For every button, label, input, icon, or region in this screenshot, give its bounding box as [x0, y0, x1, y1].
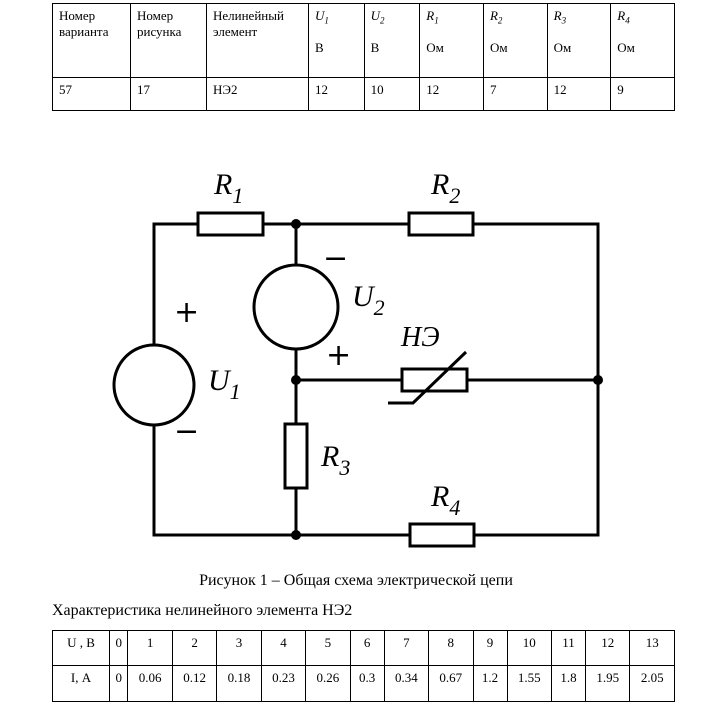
- wire-left-bottom: [152, 425, 410, 537]
- plus-sign-u1: +: [174, 295, 199, 330]
- current-value-cell: 0.18: [216, 665, 262, 702]
- junction-node-mid: [291, 375, 301, 385]
- value-figure-number: 17: [130, 77, 207, 111]
- minus-sign-u2: −: [323, 241, 348, 276]
- figure-caption: Рисунок 1 – Общая схема электрической це…: [199, 572, 513, 589]
- current-value-cell: 0.06: [127, 665, 173, 702]
- current-value-cell: 1.8: [550, 665, 587, 702]
- value-r4: 9: [610, 77, 675, 111]
- current-value-cell: 0.3: [349, 665, 385, 702]
- characteristic-title: Характеристика нелинейного элемента НЭ2: [52, 602, 353, 619]
- current-value-cell: 0: [108, 665, 129, 702]
- voltage-value-cell: 0: [108, 630, 129, 666]
- current-value-cell: 1.95: [584, 665, 631, 702]
- voltage-value-cell: 2: [171, 630, 218, 666]
- voltage-value-cell: 13: [629, 630, 675, 666]
- current-value-cell: 0.26: [305, 665, 351, 702]
- current-value-cell: 0.67: [428, 665, 474, 702]
- nonlinear-element-box: [400, 367, 469, 393]
- nonlinear-element-slash: [388, 350, 468, 405]
- label-r4: R4: [430, 480, 460, 520]
- junction-node-bottom: [291, 530, 301, 540]
- voltage-value-cell: 6: [349, 630, 385, 666]
- current-value-cell: 1.55: [506, 665, 552, 702]
- current-value-cell: 0.34: [383, 665, 430, 702]
- voltage-value-cell: 1: [127, 630, 173, 666]
- value-nonlinear-element: НЭ2: [206, 77, 309, 111]
- label-u2: U2: [352, 280, 385, 320]
- current-row-label: I, А: [52, 665, 110, 702]
- source-u2: [252, 263, 340, 351]
- current-value-cell: 0.12: [171, 665, 218, 702]
- label-r2: R2: [430, 168, 460, 208]
- circuit-diagram: R1 R2 R3 R4 U1 U2 НЭ + − − +: [112, 168, 603, 548]
- resistor-r4: [408, 522, 476, 548]
- label-nonlinear-element: НЭ: [400, 322, 440, 353]
- minus-sign-u1: −: [174, 414, 199, 449]
- label-r3: R3: [320, 440, 350, 480]
- variant-values-row: 57 17 НЭ2 12 10 12 7 12 9: [52, 77, 675, 111]
- resistor-r2: [407, 211, 475, 237]
- voltage-value-cell: 9: [472, 630, 508, 666]
- voltage-value-cell: 10: [506, 630, 552, 666]
- value-variant-number: 57: [52, 77, 131, 111]
- resistor-r1: [196, 211, 265, 237]
- value-r1: 12: [419, 77, 484, 111]
- voltage-value-cell: 5: [305, 630, 351, 666]
- source-u1: [112, 343, 196, 427]
- current-value-cell: 1.2: [472, 665, 508, 702]
- voltage-value-cell: 4: [260, 630, 307, 666]
- value-u1: 12: [308, 77, 365, 111]
- current-value-cell: 2.05: [629, 665, 675, 702]
- wire-left-top: [152, 222, 198, 345]
- voltage-value-cell: 8: [428, 630, 474, 666]
- label-u1: U1: [208, 364, 241, 404]
- resistor-r3: [283, 422, 309, 490]
- voltage-value-cell: 3: [216, 630, 262, 666]
- current-value-cell: 0.23: [260, 665, 307, 702]
- plus-sign-u2: +: [326, 338, 351, 373]
- junction-node-top: [291, 219, 301, 229]
- value-r3: 12: [546, 77, 612, 111]
- voltage-value-cell: 12: [584, 630, 631, 666]
- voltage-value-cell: 11: [550, 630, 587, 666]
- value-u2: 10: [363, 77, 421, 111]
- value-r2: 7: [482, 77, 548, 111]
- label-r1: R1: [213, 168, 243, 208]
- voltage-row-label: U , В: [52, 630, 110, 666]
- voltage-value-cell: 7: [383, 630, 430, 666]
- junction-node-right: [593, 375, 603, 385]
